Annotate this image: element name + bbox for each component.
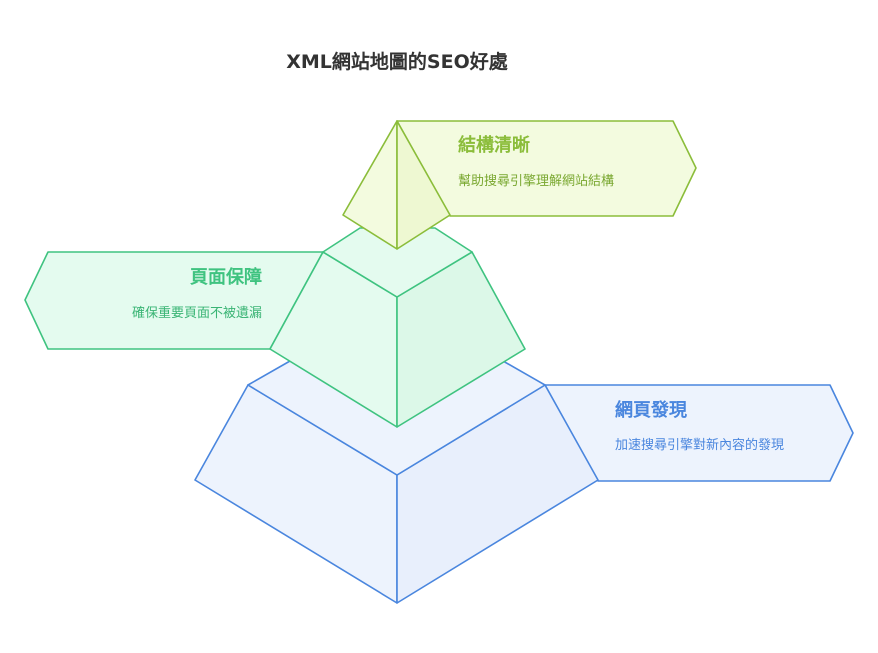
layer-top-title: 結構清晰 — [458, 134, 530, 156]
top-left-face — [342, 120, 398, 250]
layer-bottom-title: 網頁發現 — [615, 399, 687, 421]
layer-bottom: 網頁發現 加速搜尋引擎對新內容的發現 — [194, 360, 854, 604]
layer-middle-title: 頁面保障 — [190, 266, 262, 288]
diagram-title: XML網站地圖的SEO好處 — [286, 50, 508, 73]
layer-bottom-description: 加速搜尋引擎對新內容的發現 — [615, 437, 784, 453]
top-right-face — [396, 120, 451, 250]
layer-middle-description: 確保重要頁面不被遺漏 — [132, 305, 262, 321]
label-box-middle — [24, 251, 324, 350]
layer-middle: 頁面保障 確保重要頁面不被遺漏 — [24, 227, 526, 428]
layer-top-description: 幫助搜尋引擎理解網站結構 — [458, 173, 614, 189]
layer-top: 結構清晰 幫助搜尋引擎理解網站結構 — [342, 120, 697, 250]
